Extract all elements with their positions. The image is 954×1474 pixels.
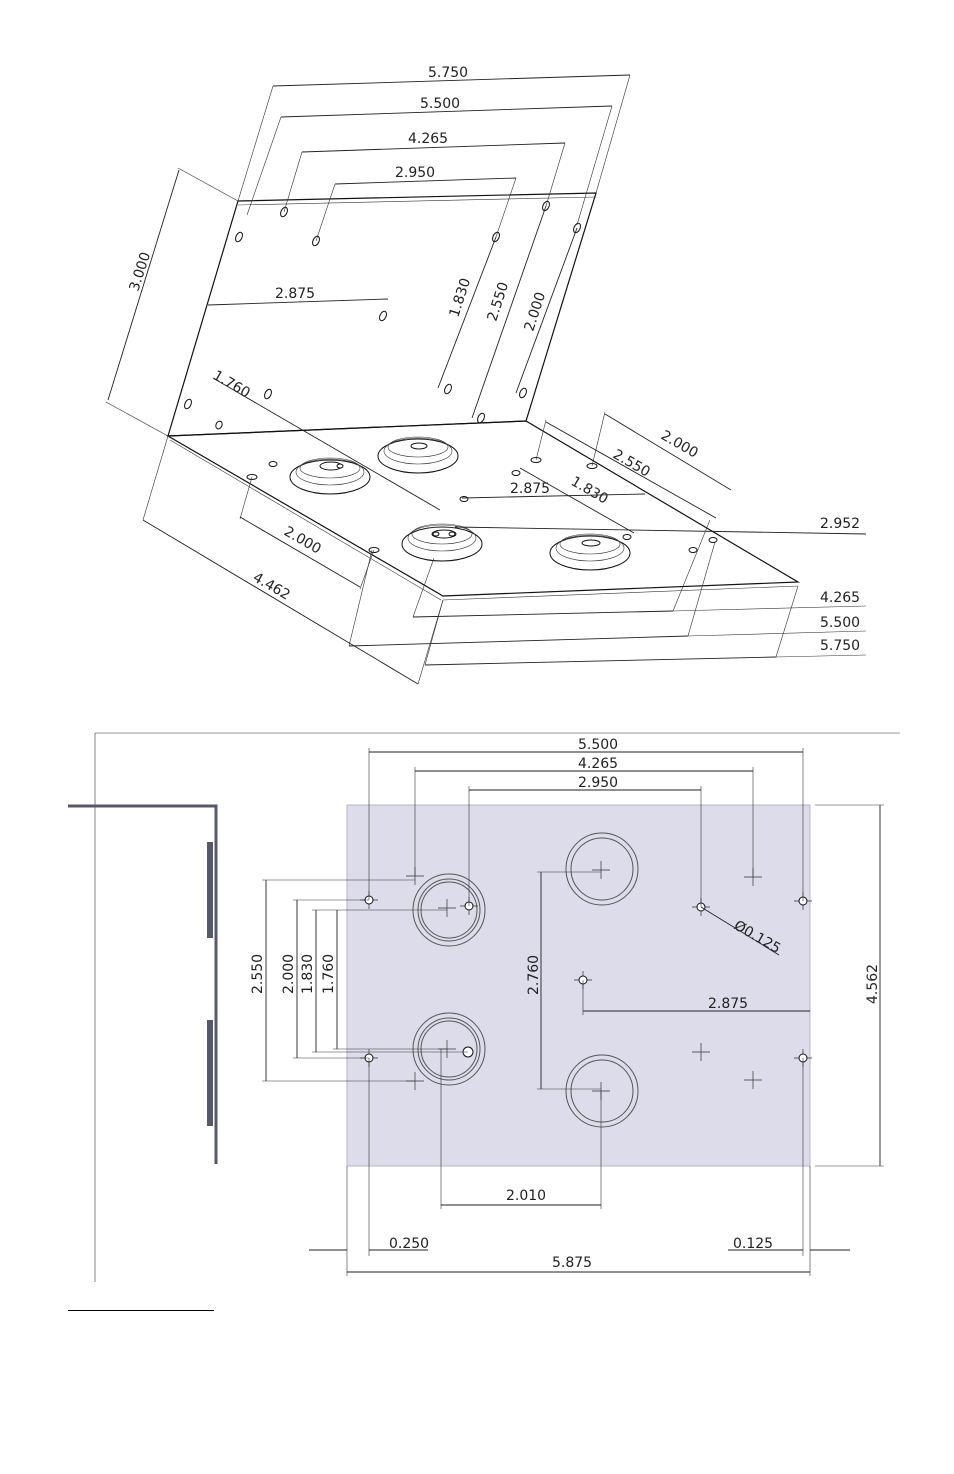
- footnote-rule: [68, 1310, 214, 1311]
- plan-dim-2010: 2.010: [506, 1188, 546, 1204]
- plan-dim-0250: 0.250: [389, 1236, 429, 1252]
- plan-dim-5500: 5.500: [578, 737, 618, 753]
- iso-dim-3000: 3.000: [127, 250, 155, 293]
- iso-dim-2950: 2.950: [395, 165, 435, 181]
- plan-dim-4562: 4.562: [865, 964, 881, 1004]
- iso-dim-2000-right: 2.000: [658, 428, 701, 462]
- base-plate-bosses: [290, 437, 630, 570]
- plan-dim-1830: 1.830: [300, 954, 316, 994]
- iso-dim-2952: 2.952: [820, 516, 860, 532]
- iso-dim-2000-left: 2.000: [281, 524, 324, 558]
- iso-dim-1830-back: 1.830: [447, 276, 475, 319]
- boss-4: [550, 534, 630, 570]
- iso-dim-2000-back: 2.000: [522, 290, 550, 333]
- plan-dim-2550: 2.550: [250, 954, 266, 994]
- iso-dim-4265-right: 4.265: [820, 590, 860, 606]
- iso-dim-1760: 1.760: [210, 368, 253, 402]
- iso-dim-2875-base: 2.875: [510, 481, 550, 497]
- plan-dim-2000: 2.000: [281, 954, 297, 994]
- iso-dim-4265: 4.265: [408, 131, 448, 147]
- plan-dim-0125: 0.125: [733, 1236, 773, 1252]
- iso-dim-2550-back: 2.550: [485, 280, 513, 323]
- plan-dim-1760: 1.760: [321, 954, 337, 994]
- boss-2: [378, 437, 458, 473]
- plan-dim-2950: 2.950: [578, 775, 618, 791]
- iso-dim-5500: 5.500: [420, 96, 460, 112]
- plan-dim-2875: 2.875: [708, 996, 748, 1012]
- base-plate-outline: [168, 421, 798, 596]
- plan-dim-4265: 4.265: [578, 756, 618, 772]
- iso-dim-1830-base: 1.830: [568, 474, 611, 508]
- iso-dim-5500-right: 5.500: [820, 615, 860, 631]
- plan-dim-2760: 2.760: [526, 955, 542, 995]
- iso-dim-4462: 4.462: [250, 570, 293, 604]
- boss-3: [402, 524, 482, 561]
- iso-dim-5750-right: 5.750: [820, 638, 860, 654]
- plan-dim-5875: 5.875: [552, 1255, 592, 1271]
- iso-dim-2875-back: 2.875: [275, 286, 315, 302]
- side-profile: [68, 806, 216, 1164]
- plan-view: 5.500 4.265 2.950 Ø0.125 2.550 2.000 1.8…: [68, 733, 900, 1282]
- iso-dim-5750: 5.750: [428, 65, 468, 81]
- boss-1: [290, 458, 370, 494]
- isometric-view: 5.750 5.500 4.265 2.950 3.000 2.875 1.83…: [106, 65, 866, 684]
- iso-dim-2550-right: 2.550: [610, 447, 653, 481]
